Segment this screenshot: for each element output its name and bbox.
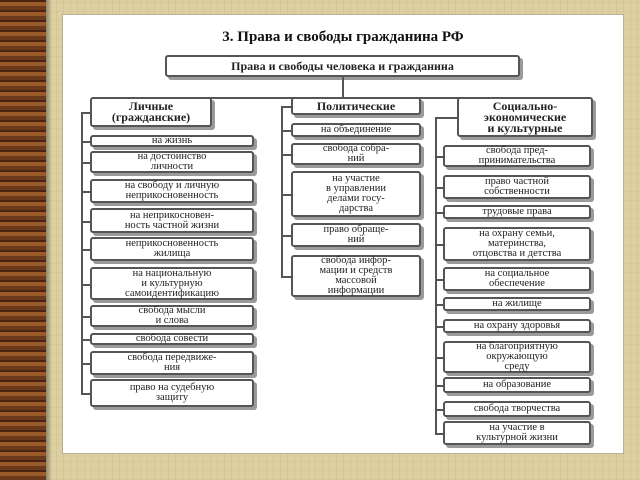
- connector-line: [81, 191, 90, 193]
- connector-line: [435, 187, 443, 189]
- right-item: на свободу и личную неприкосновенность: [90, 179, 254, 203]
- right-item: право частной собственности: [443, 175, 591, 199]
- connector-line: [435, 212, 443, 214]
- connector-line: [81, 162, 90, 164]
- right-item: трудовые права: [443, 205, 591, 219]
- slide-title: 3. Права и свободы гражданина РФ: [222, 29, 464, 45]
- connector-line: [81, 220, 90, 223]
- right-item: на образование: [443, 377, 591, 393]
- right-item: на охрану здоровья: [443, 319, 591, 333]
- connector-line: [81, 283, 90, 286]
- connector-line: [435, 279, 443, 281]
- connector-line: [435, 385, 443, 387]
- right-item: на объединение: [291, 123, 421, 137]
- connector-line: [342, 77, 344, 97]
- connector-line: [435, 433, 443, 435]
- right-item: на участие в управлении делами госу- дар…: [291, 171, 421, 217]
- connector-line: [81, 316, 90, 318]
- right-item: на социальное обеспечение: [443, 267, 591, 291]
- right-item: на неприкосновен- ность частной жизни: [90, 208, 254, 233]
- column-header: Политические: [291, 97, 421, 115]
- connector-line: [435, 304, 443, 306]
- slide: 3. Права и свободы гражданина РФ Права и…: [62, 14, 624, 454]
- right-item: свобода мысли и слова: [90, 305, 254, 327]
- connector-line: [281, 276, 291, 278]
- right-item: на жизнь: [90, 135, 254, 147]
- connector-line: [281, 154, 291, 156]
- connector-line: [435, 156, 443, 158]
- right-item: на благоприятную окружающую среду: [443, 341, 591, 373]
- decorative-border: [0, 0, 52, 480]
- right-item: неприкосновенность жилища: [90, 237, 254, 261]
- connector-line: [81, 249, 90, 251]
- right-item: на охрану семьи, материнства, отцовства …: [443, 227, 591, 261]
- right-item: на участие в культурной жизни: [443, 421, 591, 445]
- connector-line: [281, 106, 283, 277]
- connector-line: [81, 363, 90, 365]
- connector-line: [435, 117, 457, 119]
- right-item: свобода совести: [90, 333, 254, 345]
- connector-line: [81, 393, 90, 395]
- connector-line: [435, 357, 443, 359]
- right-item: право на судебную защиту: [90, 379, 254, 407]
- connector-line: [281, 106, 291, 108]
- right-item: свобода творчества: [443, 401, 591, 417]
- right-item: свобода передвиже- ния: [90, 351, 254, 375]
- right-item: свобода пред- принимательства: [443, 145, 591, 167]
- connector-line: [435, 117, 437, 434]
- connector-line: [281, 194, 291, 196]
- connector-line: [281, 235, 291, 237]
- connector-line: [435, 244, 443, 246]
- root-node: Права и свободы человека и гражданина: [165, 55, 520, 77]
- right-item: право обраще- ний: [291, 223, 421, 247]
- column-header: Социально- экономические и культурные: [457, 97, 593, 137]
- connector-line: [81, 112, 83, 394]
- column-header: Личные (гражданские): [90, 97, 212, 127]
- connector-line: [435, 326, 443, 328]
- connector-line: [81, 339, 90, 341]
- connector-line: [435, 409, 443, 411]
- connector-line: [81, 141, 90, 143]
- right-item: на национальную и культурную самоидентиф…: [90, 267, 254, 300]
- right-item: свобода собра- ний: [291, 143, 421, 165]
- right-item: свобода инфор- мации и средств массовой …: [291, 255, 421, 297]
- right-item: на достоинство личности: [90, 151, 254, 173]
- connector-line: [81, 112, 90, 114]
- right-item: на жилище: [443, 297, 591, 311]
- connector-line: [281, 130, 291, 132]
